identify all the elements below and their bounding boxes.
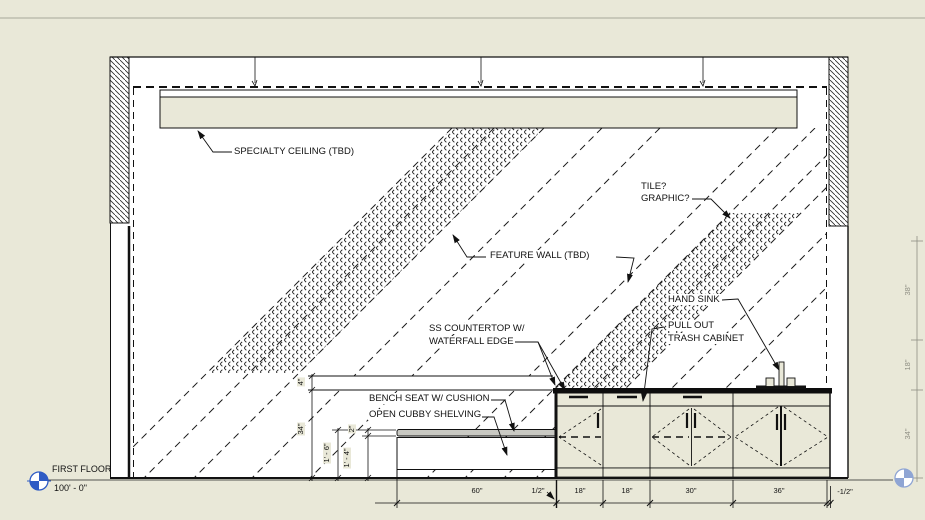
- dim-bottom-18b[interactable]: 18": [620, 486, 634, 495]
- annotation-open-cubby[interactable]: OPEN CUBBY SHELVING: [368, 409, 483, 420]
- dim-right-34[interactable]: 34": [903, 427, 912, 441]
- level-head-left-icon[interactable]: [27, 471, 51, 491]
- dim-left-34[interactable]: 34": [296, 422, 305, 436]
- dim-bottom-60[interactable]: 60": [470, 486, 484, 495]
- annotation-bench-seat[interactable]: BENCH SEAT W/ CUSHION: [368, 393, 491, 404]
- annotation-hand-sink[interactable]: HAND SINK: [667, 294, 721, 305]
- leader-open-cubby: [480, 416, 508, 456]
- left-wall-column[interactable]: [109, 56, 134, 478]
- level-elevation[interactable]: 100' - 0": [54, 483, 87, 493]
- annotation-trash-cabinet[interactable]: TRASH CABINET: [667, 333, 746, 344]
- leader-specialty-ceiling: [197, 130, 232, 153]
- counter-band-lines[interactable]: [308, 375, 553, 391]
- annotation-ss-countertop[interactable]: SS COUNTERTOP W/: [428, 323, 526, 334]
- leader-trash-cabinet: [641, 326, 665, 402]
- dim-left-4[interactable]: 4": [296, 377, 305, 387]
- leader-feature-wall-right: [615, 256, 635, 283]
- dim-right[interactable]: [911, 236, 923, 482]
- level-name[interactable]: FIRST FLOOR: [52, 464, 112, 474]
- level-head-right-icon[interactable]: [894, 468, 914, 488]
- leader-bench-seat: [487, 399, 515, 432]
- dim-right-38[interactable]: 38": [903, 283, 912, 297]
- bench-cushion[interactable]: [396, 429, 557, 437]
- annotation-feature-wall[interactable]: FEATURE WALL (TBD): [489, 250, 591, 261]
- dim-bottom-18a[interactable]: 18": [573, 486, 587, 495]
- annotation-pull-out[interactable]: PULL OUT: [667, 320, 716, 331]
- dim-left[interactable]: [308, 372, 396, 482]
- ceiling-hangers: [251, 57, 706, 87]
- dim-bottom[interactable]: [375, 472, 834, 508]
- annotation-leaders: [197, 130, 780, 456]
- dim-left-2[interactable]: 2": [347, 424, 356, 434]
- leader-tile-graphic: [692, 198, 731, 219]
- dim-bottom-half[interactable]: 1/2": [530, 486, 546, 495]
- counter-top[interactable]: [553, 388, 832, 394]
- dim-bottom-neg-half[interactable]: -1/2": [836, 487, 854, 496]
- annotation-graphic[interactable]: GRAPHIC?: [640, 193, 691, 204]
- dim-left-1-6[interactable]: 1' - 6": [322, 442, 331, 464]
- leader-countertop-2: [537, 341, 566, 391]
- specialty-ceiling[interactable]: [133, 57, 827, 129]
- annotation-specialty-ceiling[interactable]: SPECIALTY CEILING (TBD): [233, 146, 356, 157]
- cabinet-run[interactable]: [553, 388, 832, 478]
- bench-cubby[interactable]: [396, 429, 557, 479]
- tile-band-1[interactable]: [207, 128, 544, 373]
- leader-hand-sink: [721, 298, 780, 371]
- level-line[interactable]: [48, 477, 893, 481]
- dim-bottom-30[interactable]: 30": [684, 486, 698, 495]
- dim-right-18[interactable]: 18": [903, 358, 912, 372]
- hand-sink-faucet[interactable]: [756, 361, 806, 389]
- dim-left-1-4[interactable]: 1' - 4": [342, 447, 351, 469]
- dim-bottom-36[interactable]: 36": [772, 486, 786, 495]
- leader-feature-wall-left: [452, 234, 486, 258]
- right-wall-column[interactable]: [826, 56, 849, 478]
- annotation-waterfall-edge[interactable]: WATERFALL EDGE: [428, 336, 515, 347]
- annotation-tile[interactable]: TILE?: [640, 181, 668, 192]
